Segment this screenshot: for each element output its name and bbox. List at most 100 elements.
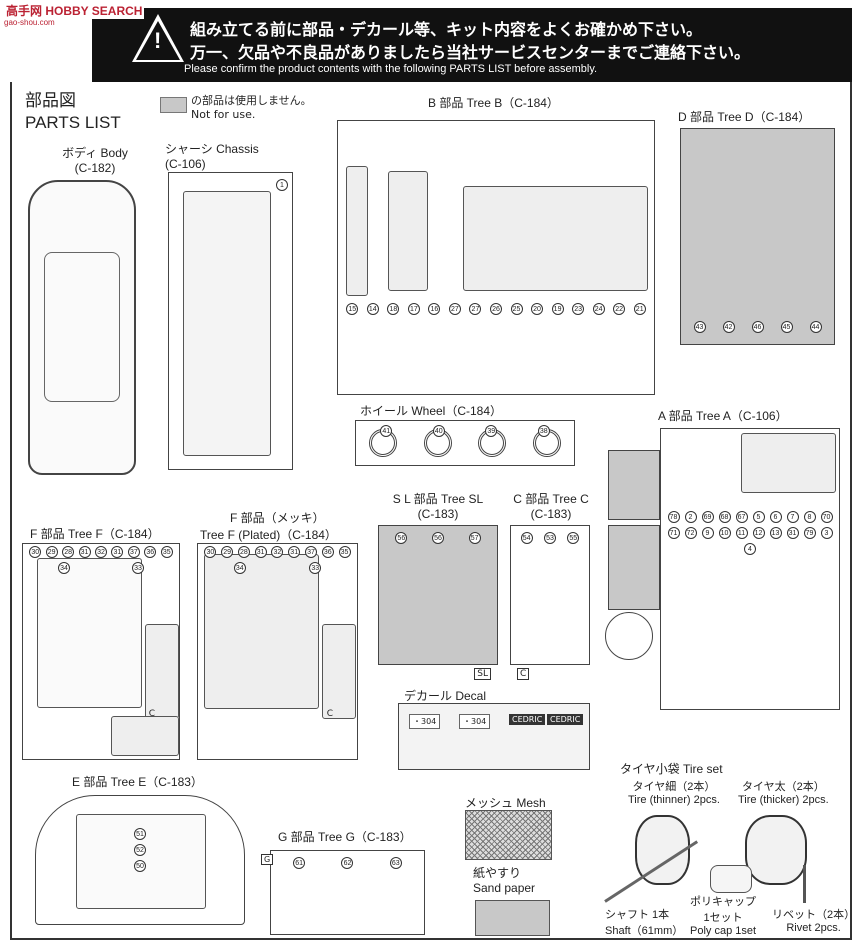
tire-thin-label: タイヤ細（2本） Tire (thinner) 2pcs. (628, 778, 720, 806)
part-number: 46 (751, 321, 764, 333)
tree-sl-label: S L 部品 Tree SL (C-183) (378, 490, 498, 521)
part-number: 26 (489, 303, 502, 315)
part-number: 7 (786, 511, 799, 523)
part-number: 57 (468, 532, 481, 544)
part-number: 42 (722, 321, 735, 333)
tree-f-grille-part (37, 558, 142, 708)
part-number: 14 (366, 303, 379, 315)
chassis-code: (C-106) (165, 157, 206, 171)
sandpaper-label-en: Sand paper (473, 881, 536, 895)
tree-c-label-2: (C-183) (530, 507, 572, 521)
sandpaper-sheet (475, 900, 550, 936)
part-number: 31 (288, 546, 301, 558)
part-number: 79 (803, 527, 816, 539)
title-jp: 部品図 (25, 91, 76, 110)
body-roof (44, 252, 120, 402)
tree-a-label: A 部品 Tree A（C-106） (658, 409, 788, 423)
part-number: 27 (469, 303, 482, 315)
part-number: 33 (309, 562, 322, 574)
body-label: ボディ Body (C-182) (40, 144, 150, 175)
chassis-label: シャーシ Chassis (C-106) (165, 140, 259, 171)
part-number: 70 (820, 511, 833, 523)
mesh-sheet (465, 810, 552, 860)
poly-cap-jp1: ポリキャップ (690, 896, 757, 908)
rivet-jp: リベット（2本） (772, 909, 856, 921)
rivet-label: リベット（2本） Rivet 2pcs. (772, 906, 855, 934)
body-drawing (28, 180, 136, 475)
part-number: 43 (693, 321, 706, 333)
part-number: 78 (667, 511, 680, 523)
part-number: 3 (820, 527, 833, 539)
part-number: 34 (58, 562, 70, 574)
part-number: 32 (271, 546, 284, 558)
exclamation-icon: ! (154, 28, 162, 53)
part-number: 28 (237, 546, 250, 558)
tree-c-part-numbers: 54 53 55 (515, 530, 585, 546)
tree-f-tag: C (148, 709, 155, 719)
part-number: 45 (780, 321, 793, 333)
part-number: 30 (204, 546, 217, 558)
part-number: 68 (718, 511, 731, 523)
part-number: 54 (520, 532, 533, 544)
part-number: 28 (62, 546, 75, 558)
mesh-label: メッシュ Mesh (465, 796, 546, 810)
chassis-part (183, 191, 271, 456)
part-number: 1 (276, 179, 288, 191)
tire-thin-en: Tire (thinner) 2pcs. (628, 794, 720, 806)
poly-cap-en: Poly cap 1set (690, 925, 757, 937)
tree-a-part-79 (605, 612, 653, 660)
poly-cap-jp2: 1セット (703, 912, 743, 924)
decal-sheet: ・304 ・304 CEDRIC CEDRIC (398, 703, 590, 770)
tree-b-label: B 部品 Tree B（C-184） (428, 96, 559, 110)
tree-c-label: C 部品 Tree C (C-183) (506, 490, 596, 521)
part-number: 55 (567, 532, 580, 544)
part-number: 71 (667, 527, 680, 539)
watermark-logo: 高手网 HOBBY SEARCH (4, 2, 145, 19)
part-number: 31 (78, 546, 91, 558)
part-number: 29 (45, 546, 58, 558)
part-number: 21 (633, 303, 646, 315)
watermark-site: gao-shou.com (4, 18, 55, 27)
decal-label: デカール Decal (404, 689, 487, 703)
legend-en: Not for use. (191, 108, 256, 121)
tree-c-tag: C (517, 668, 530, 680)
tree-fp-unused (322, 624, 356, 719)
part-number: 35 (160, 546, 173, 558)
part-number: 25 (510, 303, 523, 315)
warning-triangle-inner (136, 21, 180, 60)
tree-fp-tag: C (326, 709, 333, 719)
tree-fp-label: F 部品（メッキ） Tree F (Plated)（C-184） (200, 509, 337, 543)
part-number: 40 (432, 425, 445, 437)
tree-fp-grille-part (204, 554, 319, 709)
warning-line-1: 組み立てる前に部品・デカール等、キット内容をよくお確かめ下さい。 (190, 20, 703, 39)
tire-thick-label: タイヤ太（2本） Tire (thicker) 2pcs. (738, 778, 829, 806)
title-en: PARTS LIST (25, 113, 121, 132)
chassis-label-text: シャーシ Chassis (165, 142, 259, 156)
tree-f-label: F 部品 Tree F（C-184） (30, 527, 160, 541)
decal-logo: CEDRIC (547, 714, 584, 725)
tire-thin-jp: タイヤ細（2本） (632, 781, 716, 793)
rivet-en: Rivet 2pcs. (786, 922, 841, 934)
tire-thick-jp: タイヤ太（2本） (741, 781, 825, 793)
tree-b-part-16 (463, 186, 648, 291)
part-number: 37 (304, 546, 317, 558)
part-number: 24 (592, 303, 605, 315)
part-number: 35 (338, 546, 351, 558)
tree-f-unused-2 (111, 716, 179, 756)
shaft-jp: シャフト 1本 (605, 909, 670, 921)
part-number: 53 (543, 532, 556, 544)
tree-g-label: G 部品 Tree G（C-183） (278, 830, 412, 844)
tree-a-unused-part-31 (608, 525, 660, 610)
sandpaper-label-jp: 紙やすり (473, 866, 522, 880)
